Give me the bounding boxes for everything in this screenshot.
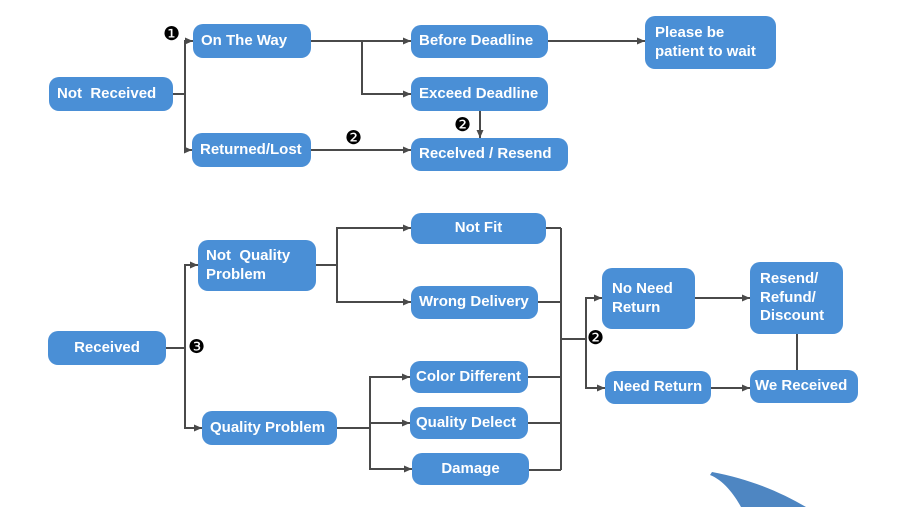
node-not-received: Not Received [49,77,173,111]
node-need-return: Need Return [605,371,711,404]
step-2-marker-return-branch: ❷ [587,327,605,349]
node-no-need-return: No Need Return [602,268,695,329]
node-exceed-deadline: Exceed Deadline [411,77,548,111]
node-quality-delect: Quality Delect [410,407,528,439]
node-resend-refund-discount: Resend/ Refund/ Discount [750,262,843,334]
node-we-received: We Received [750,370,858,403]
node-quality-problem: Quality Problem [202,411,337,445]
step-3-marker: ❸ [188,336,206,358]
step-2-marker-exceed: ❷ [454,114,472,136]
node-not-fit: Not Fit [411,213,546,244]
node-wrong-delivery: Wrong Delivery [411,286,538,319]
step-2-marker-returned: ❷ [345,127,363,149]
node-returned-lost: Returned/Lost [192,133,311,167]
node-not-quality-problem: Not Quality Problem [198,240,316,291]
node-color-different: Color Different [410,361,528,393]
node-received-resend: Recelved / Resend [411,138,568,171]
step-1-marker: ❶ [163,23,181,45]
node-before-deadline: Before Deadline [411,25,548,58]
node-received: Received [48,331,166,365]
node-please-be-patient: Please be patient to wait [645,16,776,69]
node-damage: Damage [412,453,529,485]
node-on-the-way: On The Way [193,24,311,58]
